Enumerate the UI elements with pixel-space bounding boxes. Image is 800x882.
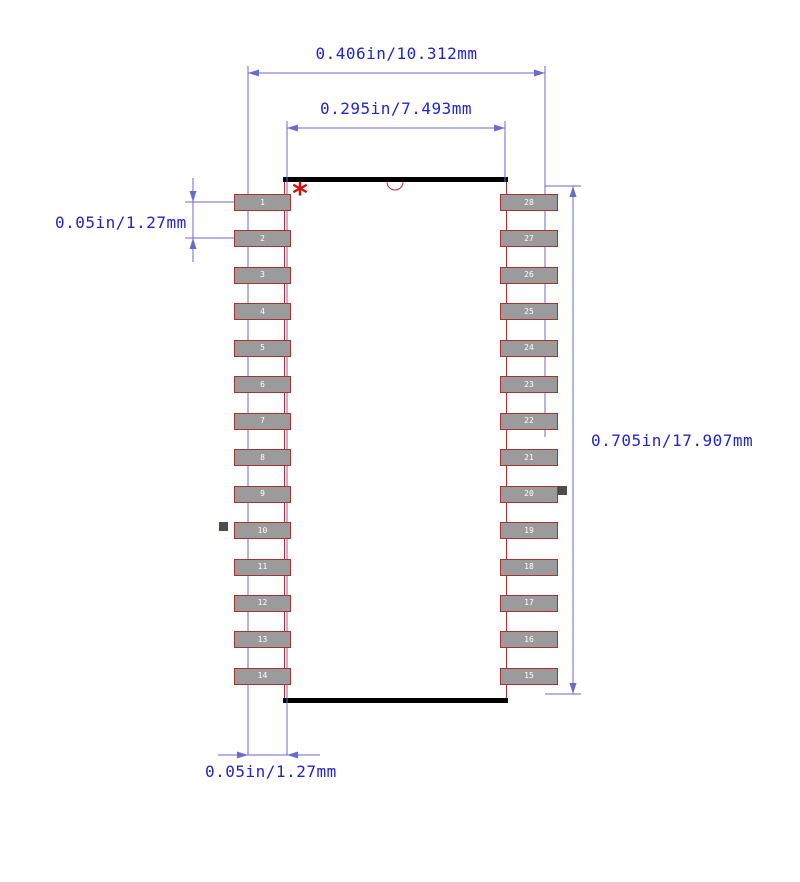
pad-right-26: 26	[500, 266, 558, 284]
pad-left-7-number: 7	[260, 416, 265, 426]
body-bottom-edge	[283, 698, 508, 703]
pad-right-16: 16	[500, 631, 558, 649]
pad-right-21: 21	[500, 449, 558, 467]
left-alignment-marker-icon	[219, 522, 228, 531]
pad-left-1: 1	[234, 194, 291, 211]
pad-left-3: 3	[234, 266, 291, 284]
pad-right-21-number: 21	[524, 452, 534, 462]
pad-right-27: 27	[500, 230, 558, 248]
pad-right-18: 18	[500, 558, 558, 576]
pad-right-15: 15	[500, 667, 558, 685]
pad-right-17-number: 17	[524, 598, 534, 608]
pad-left-13: 13	[234, 631, 291, 649]
pad-left-2: 2	[234, 230, 291, 248]
pad-left-12-number: 12	[257, 598, 268, 608]
pad-right-28-number: 28	[524, 197, 534, 207]
pad-right-24-number: 24	[524, 343, 534, 353]
pad-right-17: 17	[500, 594, 558, 612]
body-top-edge	[283, 177, 508, 182]
dimension-pad-length-label: 0.05in/1.27mm	[205, 762, 337, 781]
pad-left-6-number: 6	[260, 379, 265, 389]
pin1-asterisk-marker: *	[291, 177, 310, 212]
pad-right-25-number: 25	[524, 306, 534, 316]
dimension-body-width-label: 0.295in/7.493mm	[320, 99, 472, 118]
pad-left-1-number: 1	[260, 197, 265, 207]
pad-left-4-number: 4	[260, 306, 265, 316]
pad-right-25: 25	[500, 303, 558, 321]
pad-left-6: 6	[234, 376, 291, 394]
right-alignment-marker-icon	[558, 486, 567, 495]
pad-left-14: 14	[234, 667, 291, 685]
pad-left-11: 11	[234, 558, 291, 576]
dimension-arrowheads	[189, 69, 577, 759]
pad-left-3-number: 3	[260, 270, 265, 280]
pad-right-23-number: 23	[524, 379, 534, 389]
pad-right-24: 24	[500, 339, 558, 357]
pad-right-20: 20	[500, 485, 558, 503]
pad-left-14-number: 14	[257, 671, 268, 681]
pad-left-12: 12	[234, 594, 291, 612]
right-pad-column: 28 27 26 25 24 23 22 21 20 19 18 17 16 1…	[500, 194, 558, 685]
pad-right-20-number: 20	[524, 489, 534, 499]
pad-left-4: 4	[234, 303, 291, 321]
pad-right-23: 23	[500, 376, 558, 394]
pad-left-9-number: 9	[260, 489, 265, 499]
pad-right-22: 22	[500, 412, 558, 430]
pad-left-11-number: 11	[257, 562, 268, 572]
pad-left-7: 7	[234, 412, 291, 430]
pin1-notch	[386, 181, 404, 191]
pad-left-8-number: 8	[260, 452, 265, 462]
pad-right-28: 28	[500, 194, 558, 211]
pad-left-8: 8	[234, 449, 291, 467]
left-pad-column: 1 2 3 4 5 6 7 8 9 10 11 12 13 14	[234, 194, 291, 685]
pad-right-15-number: 15	[524, 671, 534, 681]
pad-left-10-number: 10	[257, 525, 268, 535]
pad-right-22-number: 22	[524, 416, 534, 426]
pad-left-2-number: 2	[260, 233, 265, 243]
pad-left-5-number: 5	[260, 343, 265, 353]
dimension-overall-width-label: 0.406in/10.312mm	[315, 44, 478, 63]
pad-left-5: 5	[234, 339, 291, 357]
pad-right-26-number: 26	[524, 270, 534, 280]
dimension-overall-height-label: 0.705in/17.907mm	[591, 431, 754, 450]
pad-left-13-number: 13	[257, 634, 268, 644]
pad-right-27-number: 27	[524, 233, 534, 243]
package-body-outline	[283, 177, 508, 703]
pad-right-19: 19	[500, 522, 558, 540]
pad-right-16-number: 16	[524, 634, 534, 644]
pad-left-9: 9	[234, 485, 291, 503]
pad-right-19-number: 19	[524, 525, 534, 535]
pad-left-10: 10	[234, 522, 291, 540]
dimension-pin-pitch-label: 0.05in/1.27mm	[55, 213, 187, 232]
pad-right-18-number: 18	[524, 562, 534, 572]
